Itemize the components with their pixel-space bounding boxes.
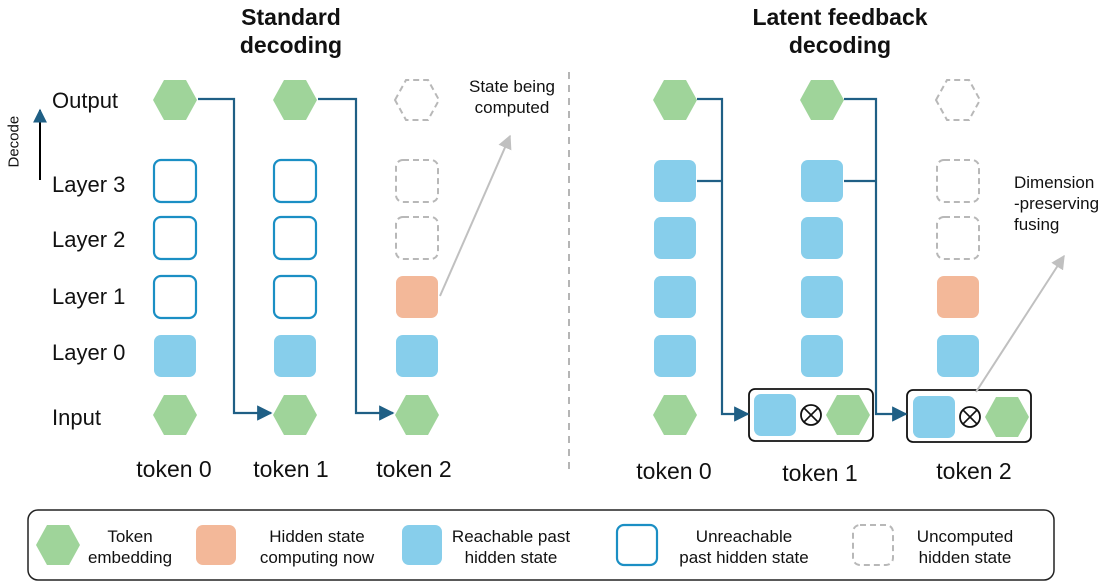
right-t1-fusion-embedding-hex — [826, 395, 870, 435]
left-t1-input-hex — [273, 395, 317, 435]
right-t2-fusion-cross-b — [962, 409, 978, 425]
right-arrow-t1-output-to-t2 — [844, 97, 908, 422]
legend-icon-token-embedding — [36, 525, 80, 565]
right-t2-output-hex — [934, 79, 982, 121]
right-t0-layer3-state — [654, 160, 696, 202]
right-annotation-pointer — [975, 254, 1065, 393]
left-t0-layer3-state — [152, 158, 198, 204]
left-t1-layer3-state — [272, 158, 318, 204]
right-token-1-label: token 1 — [782, 460, 858, 486]
left-token-1-label: token 1 — [253, 456, 329, 482]
right-t1-layer2-state — [801, 217, 843, 259]
left-t1-layer2-state — [272, 215, 318, 261]
right-token-2-label: token 2 — [936, 458, 1012, 484]
right-t0-layer2-state — [654, 217, 696, 259]
right-t0-input-hex — [653, 395, 697, 435]
left-t2-layer0-state — [396, 335, 438, 377]
right-t1-fusion-state — [754, 394, 796, 436]
row-label-layer-2: Layer 2 — [52, 227, 126, 252]
right-arrow-t0-output-to-t1 — [697, 97, 750, 422]
row-label-layer-0: Layer 0 — [52, 340, 126, 365]
left-t1-layer1-state — [272, 274, 318, 320]
right-t2-fusion-state — [913, 396, 955, 438]
right-t2-fusion-embedding-hex — [985, 397, 1029, 437]
left-t0-layer1-state — [152, 274, 198, 320]
left-annotation-pointer — [439, 134, 512, 297]
right-t0-layer0-state — [654, 335, 696, 377]
left-t0-input-hex — [153, 395, 197, 435]
left-t2-input-hex — [395, 395, 439, 435]
left-t0-layer0-state — [154, 335, 196, 377]
decode-axis-label: Decode — [5, 115, 23, 168]
row-label-layer-3: Layer 3 — [52, 172, 126, 197]
right-t1-layer3-state — [801, 160, 843, 202]
right-t2-layer2-state — [936, 216, 980, 260]
left-token-2-label: token 2 — [376, 456, 452, 482]
row-label-layer-1: Layer 1 — [52, 284, 126, 309]
right-t0-layer1-state — [654, 276, 696, 318]
row-label-output: Output — [52, 88, 119, 113]
right-t1-output-hex — [800, 80, 844, 120]
right-t1-fusion-cross-b — [803, 407, 819, 423]
legend-icon-reachable — [402, 525, 442, 565]
left-t0-layer2-state — [152, 215, 198, 261]
legend-icon-uncomputed — [852, 524, 894, 566]
left-t2-layer1-state — [396, 276, 438, 318]
right-t0-output-hex — [653, 80, 697, 120]
right-t1-layer0-state — [801, 335, 843, 377]
left-arrow-t0-to-t1 — [198, 97, 273, 421]
left-arrow-t1-to-t2 — [318, 97, 395, 421]
row-label-input: Input — [52, 405, 101, 430]
left-t1-output-hex — [273, 80, 317, 120]
right-t2-layer1-state — [937, 276, 979, 318]
left-t2-layer2-state — [395, 216, 439, 260]
left-t2-output-hex — [393, 79, 441, 121]
right-t1-layer1-state — [801, 276, 843, 318]
legend-icon-unreachable — [615, 523, 659, 567]
left-t2-layer3-state — [395, 159, 439, 203]
right-token-0-label: token 0 — [636, 458, 712, 484]
left-token-0-label: token 0 — [136, 456, 212, 482]
right-t2-layer3-state — [936, 159, 980, 203]
legend-box — [27, 509, 1055, 581]
legend-icon-computing-now — [196, 525, 236, 565]
right-t2-layer0-state — [937, 335, 979, 377]
left-t1-layer0-state — [274, 335, 316, 377]
left-t0-output-hex — [153, 80, 197, 120]
